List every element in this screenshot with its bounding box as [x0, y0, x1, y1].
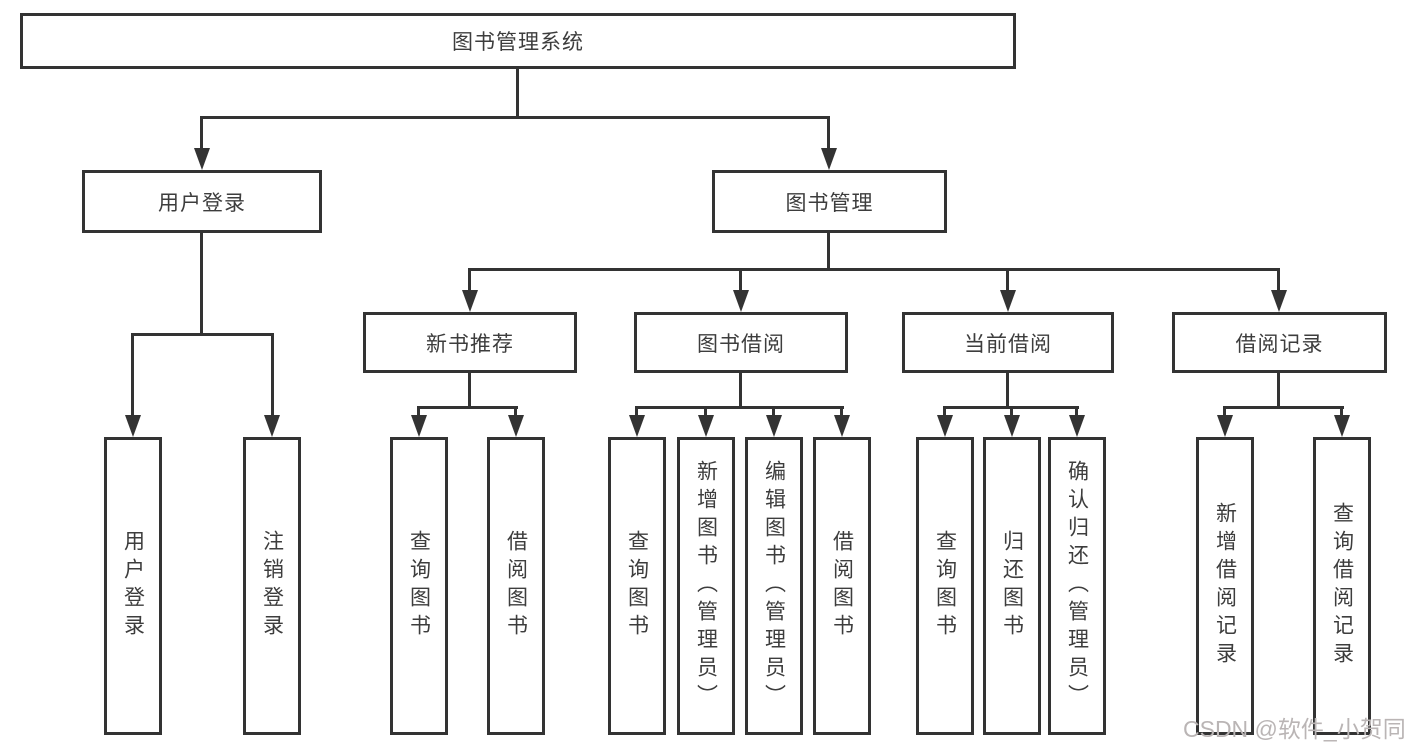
arrowhead-icon — [411, 415, 427, 437]
leaf-label: 借阅图书 — [504, 530, 528, 642]
connector-line — [739, 268, 742, 292]
connector-line — [468, 373, 471, 408]
leaf-borrow-books-1: 借阅图书 — [487, 437, 545, 735]
leaf-add-borrow-record: 新增借阅记录 — [1196, 437, 1254, 735]
node-label: 用户登录 — [158, 191, 246, 215]
connector-line — [704, 406, 707, 417]
arrowhead-icon — [462, 290, 478, 312]
leaf-label: 用户登录 — [121, 530, 145, 642]
connector-line — [1006, 373, 1009, 408]
connector-line — [1006, 268, 1009, 292]
connector-line — [200, 116, 203, 150]
leaf-query-books-2: 查询图书 — [608, 437, 666, 735]
connector-line — [1223, 406, 1344, 409]
connector-line — [516, 69, 519, 118]
connector-line — [840, 406, 843, 417]
arrowhead-icon — [766, 415, 782, 437]
node-label: 图书管理系统 — [452, 31, 584, 54]
leaf-label: 查询图书 — [625, 530, 649, 642]
leaf-borrow-books-2: 借阅图书 — [813, 437, 871, 735]
node-book-borrowing: 图书借阅 — [634, 312, 848, 373]
node-library-management-system: 图书管理系统 — [20, 13, 1016, 69]
leaf-edit-books-admin: 编辑图书（管理员） — [745, 437, 803, 735]
connector-line — [417, 406, 518, 409]
arrowhead-icon — [1000, 290, 1016, 312]
leaf-label: 归还图书 — [1000, 530, 1024, 642]
leaf-label: 确认归还（管理员） — [1065, 460, 1089, 712]
leaf-label: 查询图书 — [407, 530, 431, 642]
connector-line — [1223, 406, 1226, 417]
connector-line — [131, 333, 134, 417]
connector-line — [772, 406, 775, 417]
leaf-query-books-1: 查询图书 — [390, 437, 448, 735]
connector-line — [635, 406, 844, 409]
node-label: 图书管理 — [785, 191, 874, 215]
arrowhead-icon — [125, 415, 141, 437]
leaf-add-books-admin: 新增图书（管理员） — [677, 437, 735, 735]
connector-line — [514, 406, 517, 417]
arrowhead-icon — [698, 415, 714, 437]
arrowhead-icon — [629, 415, 645, 437]
leaf-label: 新增借阅记录 — [1213, 502, 1237, 670]
leaf-label: 查询图书 — [933, 530, 957, 642]
connector-line — [1010, 406, 1013, 417]
connector-line — [131, 333, 274, 336]
arrowhead-icon — [194, 148, 210, 170]
connector-line — [1075, 406, 1078, 417]
connector-line — [827, 116, 830, 150]
connector-line — [417, 406, 420, 417]
leaf-confirm-return-admin: 确认归还（管理员） — [1048, 437, 1106, 735]
connector-line — [943, 406, 946, 417]
arrowhead-icon — [821, 148, 837, 170]
arrowhead-icon — [1004, 415, 1020, 437]
leaf-query-borrow-record: 查询借阅记录 — [1313, 437, 1371, 735]
connector-line — [468, 268, 1280, 271]
connector-line — [739, 373, 742, 408]
arrowhead-icon — [1334, 415, 1350, 437]
connector-line — [635, 406, 638, 417]
leaf-query-books-3: 查询图书 — [916, 437, 974, 735]
connector-line — [200, 233, 203, 335]
arrowhead-icon — [1217, 415, 1233, 437]
leaf-label: 借阅图书 — [830, 530, 854, 642]
connector-line — [827, 233, 830, 270]
connector-line — [200, 116, 830, 119]
connector-line — [1277, 373, 1280, 408]
arrowhead-icon — [264, 415, 280, 437]
node-user-login: 用户登录 — [82, 170, 322, 233]
node-book-management: 图书管理 — [712, 170, 947, 233]
connector-line — [271, 333, 274, 417]
leaf-label: 查询借阅记录 — [1330, 502, 1354, 670]
csdn-watermark: CSDN @软件_小贺同学 — [1183, 716, 1405, 742]
arrowhead-icon — [834, 415, 850, 437]
connector-line — [1340, 406, 1343, 417]
node-new-book-recommend: 新书推荐 — [363, 312, 577, 373]
node-borrowing-records: 借阅记录 — [1172, 312, 1387, 373]
leaf-logout: 注销登录 — [243, 437, 301, 735]
arrowhead-icon — [508, 415, 524, 437]
connector-line — [1277, 268, 1280, 292]
arrowhead-icon — [1271, 290, 1287, 312]
node-label: 当前借阅 — [964, 332, 1052, 356]
leaf-label: 注销登录 — [260, 530, 284, 642]
leaf-user-login: 用户登录 — [104, 437, 162, 735]
node-label: 借阅记录 — [1235, 332, 1324, 356]
leaf-label: 新增图书（管理员） — [694, 460, 718, 712]
arrowhead-icon — [1069, 415, 1085, 437]
node-label: 图书借阅 — [697, 332, 785, 356]
node-current-borrowing: 当前借阅 — [902, 312, 1114, 373]
arrowhead-icon — [733, 290, 749, 312]
leaf-label: 编辑图书（管理员） — [762, 460, 786, 712]
node-label: 新书推荐 — [426, 332, 514, 356]
arrowhead-icon — [937, 415, 953, 437]
connector-line — [468, 268, 471, 292]
leaf-return-books: 归还图书 — [983, 437, 1041, 735]
